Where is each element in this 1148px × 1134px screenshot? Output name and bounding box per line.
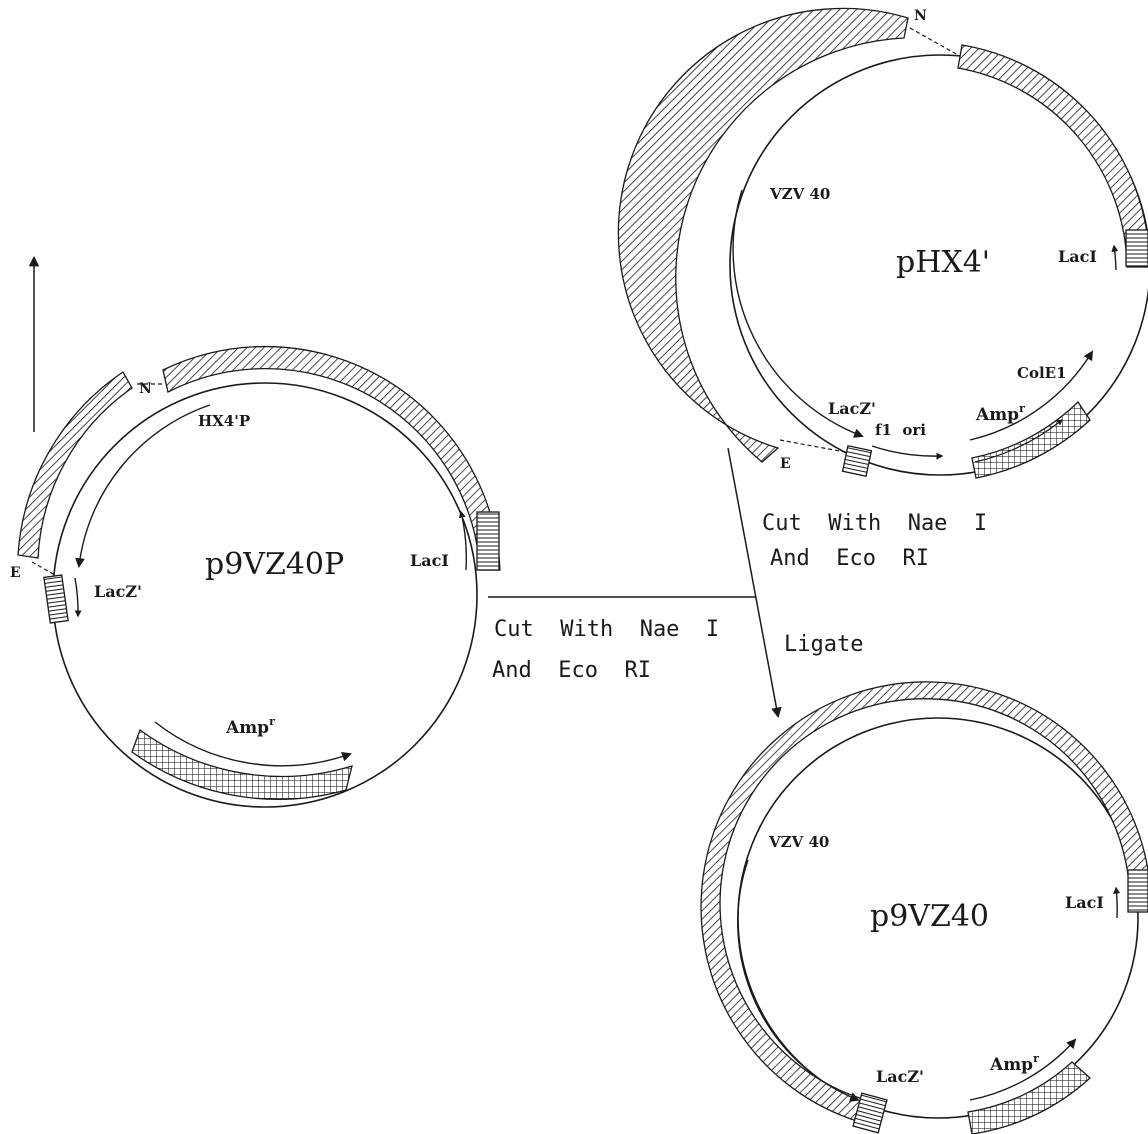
lacz-label: LacZ': [828, 399, 876, 418]
lacz-box: [852, 1092, 888, 1134]
cole1-label: ColE1: [1017, 364, 1067, 382]
laci-label: LacI: [410, 551, 449, 570]
insert-arrow: [75, 404, 211, 568]
laci-label: LacI: [1065, 893, 1104, 912]
amp-arrow: [969, 1038, 1077, 1101]
amp-label: Ampr: [989, 1052, 1039, 1075]
cut-right-line-1: Cut With Nae I: [762, 511, 987, 536]
plasmid-name: pHX4': [896, 245, 990, 280]
laci-box: [1125, 229, 1148, 267]
step-cut-left: Cut With Nae I And Eco RI: [492, 617, 719, 683]
lacz-label: LacZ': [94, 582, 142, 601]
amp-arrow: [974, 419, 1063, 463]
amp-box: [967, 1061, 1091, 1134]
insert-arc-left: [17, 371, 133, 559]
insert-arc-upper: [162, 345, 501, 571]
laci-box: [476, 511, 500, 571]
step-cut-right: Cut With Nae I And Eco RI: [762, 511, 987, 571]
laci-arrow: [1113, 886, 1121, 919]
laci-arrow: [1111, 244, 1119, 271]
plasmid-phx4: pHX4' VZV 40 LacI ColE1 Ampr LacZ' f1 or…: [617, 7, 1148, 479]
eco-site-dash: [779, 439, 846, 453]
eco-site-label: E: [780, 456, 791, 472]
insert-arc-right: [957, 44, 1148, 268]
f1ori-label: f1 ori: [875, 421, 926, 439]
insert-arc-left: [617, 7, 909, 463]
nae-site-dash: [909, 27, 959, 56]
connector-diagonal: [727, 447, 782, 719]
cut-left-line-1: Cut With Nae I: [494, 617, 719, 642]
plasmid-backbone: [729, 54, 1148, 476]
amp-arrow: [154, 721, 352, 767]
plasmid-p9vz40p: p9VZ40P HX4'P LacI LacZ' Ampr N E: [10, 345, 501, 808]
cut-left-line-2: And Eco RI: [492, 658, 651, 683]
eco-site-label: E: [10, 565, 21, 581]
nae-site-label: N: [914, 8, 927, 24]
plasmid-name: p9VZ40: [870, 899, 989, 934]
insert-label: VZV 40: [769, 185, 830, 203]
lacz-box: [841, 445, 873, 477]
lacz-label: LacZ': [876, 1067, 924, 1086]
insert-label: VZV 40: [768, 833, 829, 851]
lacz-arrow: [74, 577, 82, 618]
lacz-box: [43, 574, 69, 624]
amp-label: Ampr: [225, 715, 275, 738]
laci-box: [1127, 869, 1148, 913]
colE1-arrow: [969, 350, 1094, 441]
laci-arrow: [458, 510, 468, 571]
laci-label: LacI: [1058, 247, 1097, 266]
insert-label: HX4'P: [198, 412, 250, 430]
amp-box: [131, 728, 353, 800]
cut-right-line-2: And Eco RI: [770, 546, 929, 571]
insert-arrow: [737, 859, 860, 1102]
f1ori-arrow: [871, 445, 944, 460]
plasmid-p9vz40: p9VZ40 VZV 40 LacI LacZ' Ampr: [700, 681, 1148, 1134]
step-ligate: Ligate: [784, 632, 863, 657]
insert-arrow: [732, 189, 864, 438]
plasmid-name: p9VZ40P: [205, 547, 344, 582]
nae-site-label: N: [139, 381, 152, 397]
eco-site-dash: [31, 561, 56, 576]
amp-label: Ampr: [975, 402, 1025, 425]
